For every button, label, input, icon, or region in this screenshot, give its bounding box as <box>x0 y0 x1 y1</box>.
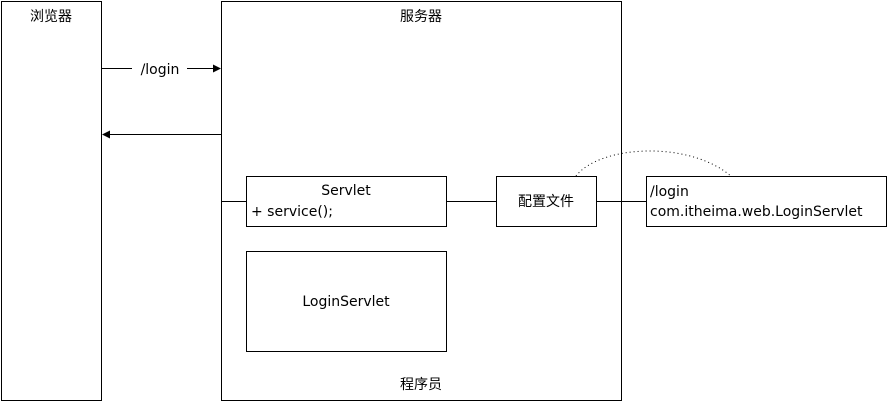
mapping-path: /login <box>650 184 689 200</box>
mapping-box <box>646 176 887 227</box>
server-footer: 程序员 <box>400 377 442 393</box>
server-title: 服务器 <box>400 9 442 25</box>
servlet-interface-method: + service(); <box>251 204 333 220</box>
request-label: /login <box>141 62 180 78</box>
config-file-box <box>496 176 597 227</box>
login-servlet-label: LoginServlet <box>302 294 390 310</box>
mapping-class-name: com.itheima.web.LoginServlet <box>650 204 863 220</box>
config-file-label: 配置文件 <box>518 194 574 210</box>
browser-box <box>1 1 102 401</box>
servlet-interface-name: Servlet <box>321 183 371 199</box>
login-servlet-box <box>246 251 447 352</box>
servlet-interface-box <box>246 176 447 227</box>
browser-title: 浏览器 <box>30 9 72 25</box>
